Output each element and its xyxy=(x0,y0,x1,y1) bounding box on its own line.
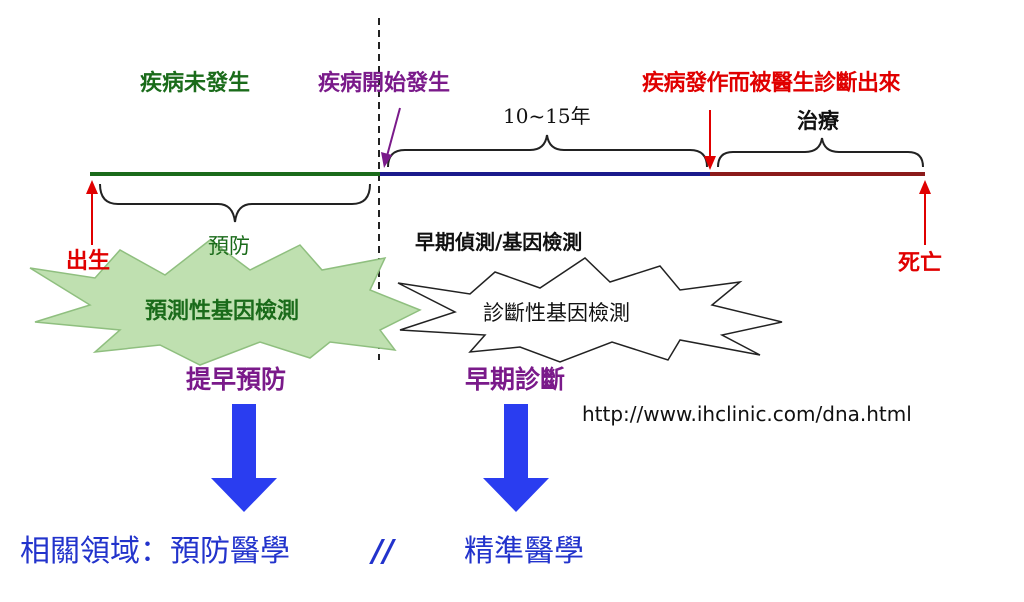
label-latency-years: 10~15年 xyxy=(503,104,591,128)
onset-arrow-head xyxy=(381,152,392,168)
diagnosis-down-arrow xyxy=(483,404,549,512)
related-fields-prefix: 相關領域：預防醫學 xyxy=(20,534,290,569)
related-fields-precision: 精準醫學 xyxy=(464,534,584,569)
diagnostic-burst-shape xyxy=(397,257,783,363)
onset-arrow xyxy=(386,107,401,157)
label-diagnosis: 疾病發作而被醫生診斷出來 xyxy=(642,70,901,96)
label-predictive-testing: 預測性基因檢測 xyxy=(145,298,300,324)
label-birth: 出生 xyxy=(66,248,111,274)
label-pre-disease: 疾病未發生 xyxy=(140,70,251,96)
birth-arrow-head xyxy=(86,180,98,194)
label-early-prevention: 提早預防 xyxy=(186,365,287,394)
label-death: 死亡 xyxy=(898,250,943,276)
diagnosis-arrow-head xyxy=(704,156,716,170)
label-diagnostic-testing: 診斷性基因檢測 xyxy=(483,301,630,325)
prevention-down-arrow xyxy=(211,404,277,512)
label-early-diagnosis: 早期診斷 xyxy=(465,365,566,394)
death-arrow-head xyxy=(919,180,931,194)
label-early-detection: 早期偵測/基因檢測 xyxy=(415,230,583,254)
source-url: http://www.ihclinic.com/dna.html xyxy=(582,402,912,426)
label-treatment: 治療 xyxy=(797,108,839,133)
predictive-burst-shape xyxy=(29,239,422,366)
brace-prevention xyxy=(99,183,371,223)
brace-latency xyxy=(387,134,708,168)
label-prevention: 預防 xyxy=(208,234,250,258)
related-fields-separator: // xyxy=(372,534,394,569)
label-disease-onset: 疾病開始發生 xyxy=(318,70,451,96)
brace-treatment xyxy=(717,137,924,168)
